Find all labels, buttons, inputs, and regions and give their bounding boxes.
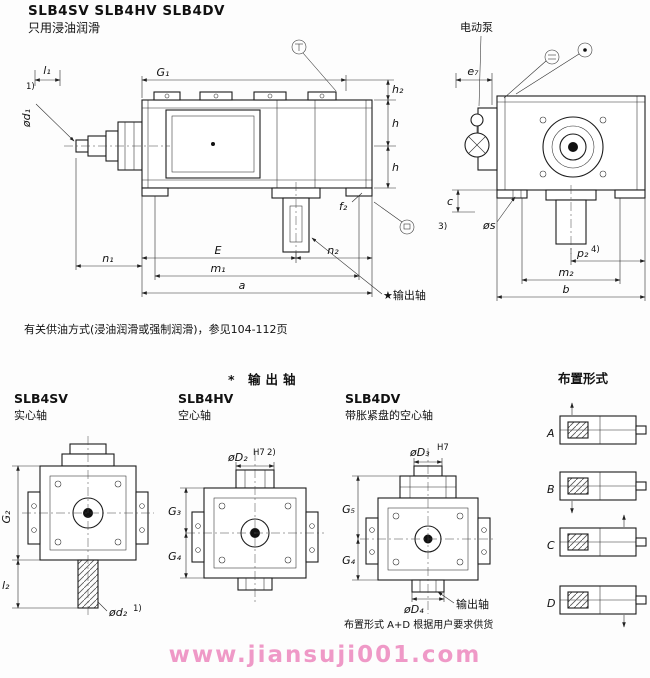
dim-d1-note: 1) bbox=[26, 82, 35, 92]
dim-p2-note: 4) bbox=[591, 245, 600, 255]
arrangement-b-label: B bbox=[547, 483, 555, 496]
variant-slb4sv: SLB4SV 实心轴 G₂ l₂ ød₂ 1) bbox=[0, 391, 154, 619]
dim-d2: ød₂ bbox=[108, 606, 128, 619]
dim-D3-tol: H7 bbox=[437, 443, 449, 453]
dim-G3: G₃ bbox=[168, 505, 182, 518]
variant-dv-desc: 带胀紧盘的空心轴 bbox=[345, 408, 433, 422]
arrangement-a-label: A bbox=[546, 427, 555, 440]
dim-G4-hv: G₄ bbox=[168, 550, 182, 563]
arrangement-c: C bbox=[547, 514, 647, 557]
dim-n2: n₂ bbox=[327, 244, 339, 257]
dim-E: E bbox=[215, 244, 222, 257]
dim-G5: G₅ bbox=[342, 503, 355, 516]
dim-m1: m₁ bbox=[210, 262, 225, 275]
dim-G1: G₁ bbox=[157, 66, 170, 79]
dim-l1: l₁ bbox=[43, 64, 50, 77]
dim-D2: øD₂ bbox=[227, 451, 248, 464]
arrangements-heading: 布置形式 bbox=[558, 371, 609, 386]
variant-slb4hv: SLB4HV 空心轴 øD₂ H7 2) G₃ G₄ bbox=[168, 391, 324, 602]
arrangement-c-label: C bbox=[547, 539, 555, 552]
dim-b: b bbox=[563, 283, 570, 296]
header: SLB4SV SLB4HV SLB4DV 只用浸油润滑 bbox=[28, 3, 225, 35]
dim-h2: h₂ bbox=[392, 83, 404, 96]
dim-a: a bbox=[239, 279, 246, 292]
variant-slb4dv: SLB4DV 带胀紧盘的空心轴 øD₃ H7 G₅ G₄ bbox=[342, 391, 496, 616]
variant-hv-desc: 空心轴 bbox=[178, 408, 211, 422]
page-subtitle: 只用浸油润滑 bbox=[28, 21, 100, 35]
dim-D4: øD₄ bbox=[403, 603, 424, 616]
dim-G4-dv: G₄ bbox=[342, 554, 356, 567]
electric-pump bbox=[464, 107, 498, 171]
dim-p2: p₂ bbox=[576, 247, 589, 260]
dim-h-lower: h bbox=[392, 161, 399, 174]
dim-h-upper: h bbox=[392, 117, 399, 130]
gearbox-side-view: l₁ G₁ h₂ h h ød₁ 1) f₂ n₁ E n₂ m₁ bbox=[20, 39, 426, 302]
vent-plug-icon bbox=[503, 49, 560, 99]
variant-sv-name: SLB4SV bbox=[14, 391, 68, 406]
oil-supply-note: 有关供油方式(浸油润滑或强制润滑)，参见104-112页 bbox=[24, 322, 288, 336]
dim-e7: e₇ bbox=[467, 65, 479, 78]
dim-d2-note: 1) bbox=[133, 604, 142, 614]
section-title: 输出轴 bbox=[248, 372, 301, 387]
output-shaft-callout: ★输出轴 bbox=[383, 288, 426, 302]
arrangement-a: A bbox=[546, 402, 647, 445]
dim-m2: m₂ bbox=[558, 266, 574, 279]
watermark: www.jiansuji001.com bbox=[169, 642, 482, 668]
oil-level-plug-icon bbox=[515, 42, 593, 95]
page-title: SLB4SV SLB4HV SLB4DV bbox=[28, 3, 225, 19]
dim-c: c bbox=[447, 195, 453, 208]
gearbox-end-view: 电动泵 e₇ c 3) øs p₂ 4) m₂ bbox=[438, 21, 646, 301]
dim-s: øs bbox=[482, 219, 496, 232]
variants-note: 布置形式 A+D 根据用户要求供货 bbox=[344, 618, 493, 631]
section-star: * bbox=[228, 372, 235, 387]
dv-output-shaft-label: 输出轴 bbox=[456, 597, 489, 611]
arrangement-forms: 布置形式 A B C D bbox=[546, 371, 647, 628]
drain-plug-icon bbox=[373, 201, 415, 235]
dim-G2: G₂ bbox=[0, 510, 13, 524]
variant-hv-name: SLB4HV bbox=[178, 391, 234, 406]
arrangement-b: B bbox=[547, 471, 647, 514]
dim-D2-tol: H7 bbox=[253, 448, 265, 458]
dim-D3: øD₃ bbox=[409, 446, 430, 459]
output-shaft-section-heading: * 输出轴 bbox=[228, 372, 301, 387]
arrangement-d: D bbox=[547, 585, 647, 628]
variant-dv-name: SLB4DV bbox=[345, 391, 401, 406]
dim-note-3: 3) bbox=[438, 222, 447, 232]
dim-D2-note: 2) bbox=[267, 448, 276, 458]
dim-l2: l₂ bbox=[2, 579, 10, 592]
breather-plug-icon bbox=[291, 39, 337, 92]
pump-label: 电动泵 bbox=[460, 21, 493, 34]
arrangement-d-label: D bbox=[547, 597, 555, 610]
variant-sv-desc: 实心轴 bbox=[14, 408, 47, 422]
dim-n1: n₁ bbox=[102, 252, 113, 265]
dim-d1: ød₁ bbox=[20, 109, 33, 128]
dim-f2: f₂ bbox=[339, 200, 348, 213]
